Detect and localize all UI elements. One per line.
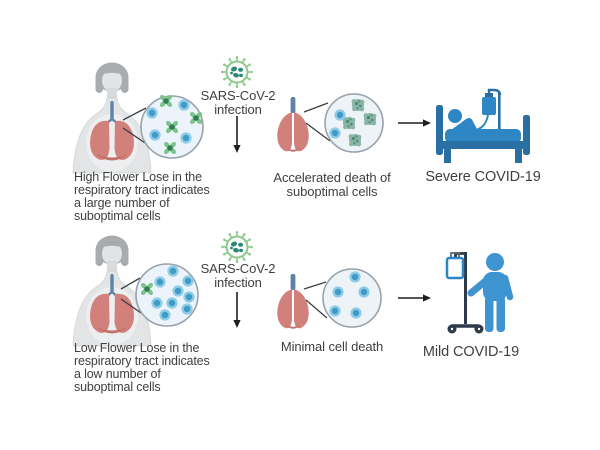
down-arrow-icon [233,116,241,153]
outcome-label-mild: Mild COVID-19 [422,344,520,360]
caption-high-flower-lose: High Flower Lose in the respiratory trac… [74,170,210,224]
right-arrow-icon [398,294,431,302]
caption-low-flower-lose: Low Flower Lose in the respiratory tract… [74,341,210,395]
sars-cov-2-virus-icon [220,55,254,89]
outcome-label-severe: Severe COVID-19 [425,169,541,185]
process-label: Accelerated death of suboptimal cells [273,170,391,200]
infection-label: SARS-CoV-2 infection [200,261,276,291]
magnifier-tract-cells [135,263,199,327]
right-arrow-icon [398,119,431,127]
row-severe-graphics [71,55,532,175]
magnifier-connector-lines [303,281,328,319]
magnifier-connector-lines [120,277,142,314]
infection-label: SARS-CoV-2 infection [200,88,276,118]
sars-cov-2-virus-icon [220,230,254,264]
process-label: Minimal cell death [280,339,384,354]
patient-torso-lungs-icon [71,61,153,175]
magnifier-connector-lines [122,107,149,146]
magnifier-connector-lines [303,102,331,142]
row-mild-pathway: SARS-CoV-2 infection Low Flower Lose in … [0,228,600,408]
patient-in-hospital-bed-icon [434,88,532,165]
row-mild-graphics [71,230,600,348]
standing-patient-with-iv-pole-icon [447,252,510,334]
down-arrow-icon [233,292,241,328]
row-severe-pathway: SARS-CoV-2 infection High Flower Lose in… [0,55,600,233]
magnifier-tract-cells [140,89,208,160]
magnifier-after-cells [324,93,384,153]
magnifier-after-cells [322,268,382,328]
